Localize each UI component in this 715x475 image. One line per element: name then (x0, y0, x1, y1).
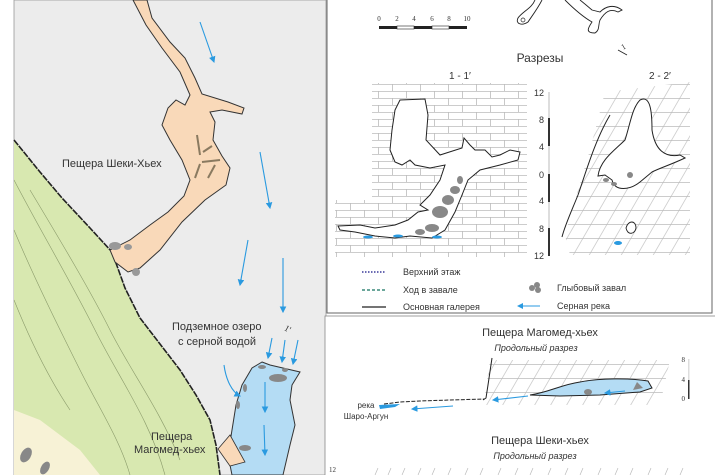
flow-arrow (279, 339, 287, 364)
sheki-subtitle: Продольный разрез (493, 451, 576, 461)
cave-magomed-label-line1: Пещера (151, 431, 193, 443)
lake-label-line1: Подземное озеро (172, 321, 261, 333)
scale-tick: 10 (464, 15, 472, 23)
cave-sheki-label: Пещера Шеки-Хьех (62, 158, 162, 170)
scale-tick: 4 (412, 15, 416, 23)
section-2-cave (597, 98, 687, 189)
legend-label: Основная галерея (403, 302, 480, 312)
flow-arrow (259, 151, 273, 210)
scale-label: 8 (539, 115, 544, 125)
section-1-label: 1 - 1′ (449, 71, 471, 82)
lake-boulders (236, 365, 288, 451)
flow-arrow (265, 337, 273, 360)
scale-tick: 6 (430, 15, 434, 23)
section-1-rock (335, 83, 527, 257)
sheki-title: Пещера Шеки-хьех (491, 435, 589, 447)
scale-label: 12 (534, 88, 544, 98)
limestone-zone (14, 140, 220, 475)
flow-arrow (290, 339, 299, 366)
lake-label-line2: с серной водой (178, 336, 256, 348)
strata-lines (13, 179, 181, 475)
legend-label: Верхний этаж (403, 267, 460, 277)
sulfur-flow-arrows (199, 21, 299, 457)
sections-title: Разрезы (517, 51, 564, 65)
profile-flow-arrows (410, 389, 626, 412)
legend: Верхний этаж Ход в завале Основная галер… (362, 267, 626, 312)
scale-label: 4 (539, 196, 544, 206)
legend-label: Глыбовый завал (557, 283, 626, 293)
flow-arrow (199, 21, 216, 64)
cream-zone (14, 410, 100, 475)
legend-label: Серная река (557, 301, 610, 311)
section-2-water (614, 241, 622, 245)
map-panel: Пещера Шеки-Хьех Подземное озеро с серно… (13, 0, 327, 475)
river-label-line2: Шаро-Аргун (344, 412, 388, 421)
scale-label: 4 (682, 376, 686, 384)
cave-sheki-plan (109, 0, 245, 273)
scale-tick: 0 (377, 15, 381, 23)
cave-magomed-entrance (217, 434, 246, 467)
section-marker: 1' (283, 323, 294, 335)
longitudinal-profiles-panel: Пещера Магомед-хьех Продольный разрез ре… (324, 315, 715, 475)
plan-and-sections-panel: 0 2 4 6 8 10 1 Разрезы 1 - 1′ 2 - 2′ (326, 0, 713, 314)
boulders-icon (529, 282, 541, 293)
sheki-scale-top: 12 (329, 466, 337, 474)
plan-marker-1: 1 (620, 42, 628, 52)
magomed-vertical-scale: 8 4 0 (682, 356, 690, 403)
sheki-rock-hatch (374, 467, 684, 475)
section-1-boulders (415, 176, 463, 235)
scale-tick: 2 (395, 15, 399, 23)
scale-label: 8 (682, 356, 686, 364)
magomed-title: Пещера Магомед-хьех (482, 327, 598, 339)
section-1-cave (337, 98, 521, 239)
cave-magomed-label-line2: Магомед-хьех (134, 444, 206, 456)
thrust-fault-line (13, 139, 221, 475)
cave-plan-outline (516, 0, 623, 34)
river-label-line1: река (357, 401, 375, 410)
section-2-label: 2 - 2′ (649, 71, 671, 82)
scale-label: 4 (539, 142, 544, 152)
scale-bar: 0 2 4 6 8 10 (377, 15, 472, 30)
scale-label: 12 (534, 251, 544, 261)
flow-arrow (261, 424, 269, 457)
river-sharo-argun (379, 404, 400, 409)
vertical-scale: 12 8 4 0 4 8 12 (534, 88, 550, 261)
collapse-marks (194, 134, 221, 179)
flow-arrow (223, 364, 241, 397)
section-1-water (363, 234, 442, 239)
magomed-subtitle: Продольный разрез (494, 343, 577, 353)
scale-label: 0 (682, 395, 686, 403)
flow-arrow (237, 239, 249, 287)
scale-label: 0 (539, 170, 544, 180)
legend-label: Ход в завале (403, 285, 458, 295)
scale-label: 8 (539, 224, 544, 234)
scale-tick: 8 (447, 15, 451, 23)
